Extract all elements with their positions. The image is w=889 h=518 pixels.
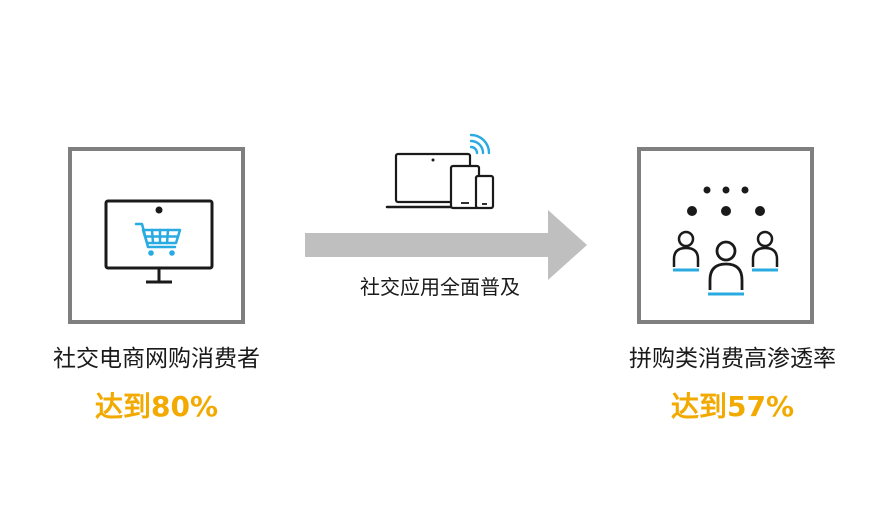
monitor-shopping-cart-icon [104, 199, 214, 284]
person-icon [672, 230, 700, 267]
person-icon [751, 230, 779, 267]
consumer-icon-box [68, 147, 245, 324]
devices-wifi-icon [385, 133, 495, 210]
group-people-icon [672, 186, 779, 296]
group-buy-label: 拼购类消费高渗透率 [629, 346, 836, 372]
group-buy-stat: 达到57% [670, 390, 795, 423]
consumer-label: 社交电商网购消费者 [53, 346, 260, 372]
shopping-cart-icon [134, 222, 182, 249]
group-buy-icon-box [637, 147, 814, 324]
social-app-label: 社交应用全面普及 [360, 275, 520, 299]
consumer-stat: 达到80% [94, 390, 219, 423]
right-arrow [305, 210, 587, 280]
person-icon [708, 240, 744, 290]
wifi-icon [469, 133, 491, 155]
